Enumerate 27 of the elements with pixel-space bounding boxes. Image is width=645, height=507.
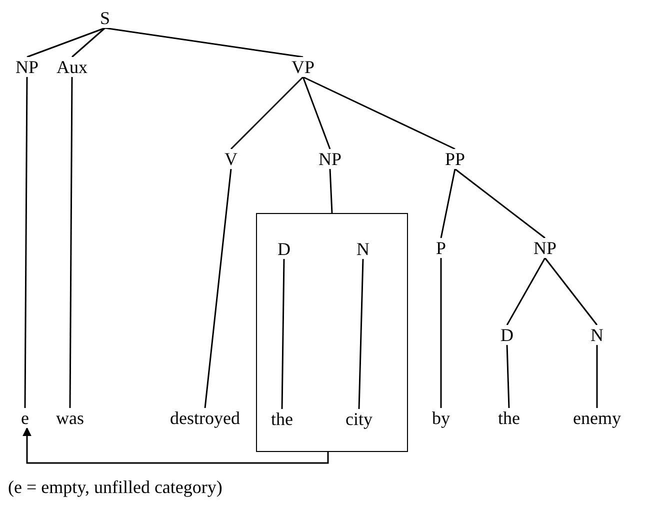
tree-branch bbox=[358, 258, 364, 410]
tree-branch bbox=[26, 27, 106, 58]
tree-label: V bbox=[224, 149, 238, 169]
tree-branch bbox=[506, 258, 546, 326]
tree-branch bbox=[454, 168, 546, 239]
tree-branch bbox=[204, 168, 232, 408]
tree-branch bbox=[24, 77, 28, 408]
tree-branch bbox=[302, 76, 331, 150]
tree-branch bbox=[596, 345, 598, 408]
tree-branch bbox=[440, 168, 456, 238]
tree-branch bbox=[281, 259, 285, 409]
tree-label: VP bbox=[290, 57, 316, 77]
bracket-box bbox=[256, 213, 408, 452]
caption: (e = empty, unfilled category) bbox=[8, 476, 222, 498]
tree-branch bbox=[69, 77, 73, 408]
tree-branch bbox=[230, 76, 304, 150]
tree-branch bbox=[72, 27, 106, 58]
tree-branch bbox=[440, 258, 442, 408]
tree-branch bbox=[544, 258, 598, 326]
tree-branch bbox=[329, 168, 333, 214]
tree-label: destroyed bbox=[169, 408, 241, 428]
tree-branch bbox=[302, 76, 456, 150]
tree-branch bbox=[104, 27, 304, 58]
tree-label: NP bbox=[532, 238, 558, 258]
tree-branch bbox=[506, 344, 510, 408]
movement-arrow bbox=[22, 427, 329, 464]
tree-label: PP bbox=[444, 149, 466, 169]
